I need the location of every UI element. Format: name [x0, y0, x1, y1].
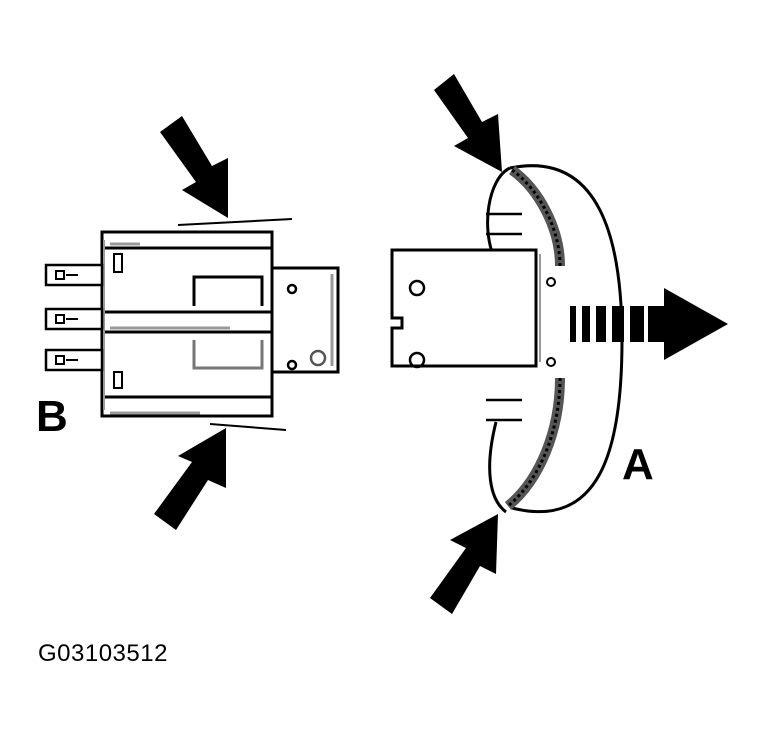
socket-a	[390, 164, 624, 514]
part-label-a: A	[622, 440, 654, 489]
pull-direction-arrow-icon	[570, 288, 728, 360]
part-label-b: B	[36, 392, 68, 441]
press-arrow-icon	[154, 116, 228, 530]
connector-b	[44, 218, 340, 431]
figure-id: G03103512	[38, 640, 168, 667]
press-arrow-icon	[430, 74, 502, 614]
terminals	[44, 263, 104, 372]
